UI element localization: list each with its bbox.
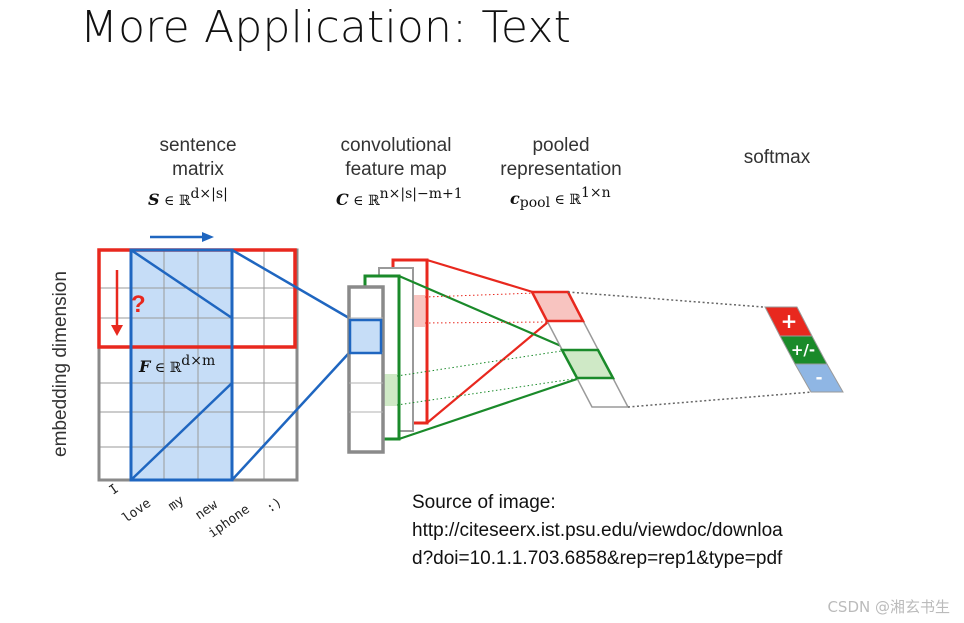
feature-map-cell-highlight	[348, 318, 383, 355]
source-url-line-1[interactable]: http://citeseerx.ist.psu.edu/viewdoc/dow…	[412, 520, 783, 541]
word-label: my	[166, 493, 188, 514]
pooled-cell-green	[559, 348, 616, 380]
softmax-label: softmax	[744, 147, 811, 168]
down-arrow-icon	[111, 325, 123, 336]
embedding-dimension-label: embedding dimension	[50, 271, 71, 457]
feature-map-label-1: convolutional	[341, 135, 452, 156]
word-label: love	[120, 496, 154, 526]
word-labels: I love my new iphone :)	[107, 481, 285, 541]
word-label: new	[193, 497, 221, 523]
slide-title: More Application: Text	[80, 2, 572, 53]
sentence-matrix-label-1: sentence	[159, 135, 236, 156]
softmax-negative	[794, 363, 844, 393]
sentence-matrix: F ∈ ℝd×m ?	[97, 248, 299, 482]
softmax-output: + +/- -	[764, 306, 844, 393]
pooled-formula: cpool ∈ ℝ1×n	[510, 185, 611, 211]
word-label: :)	[264, 495, 285, 516]
pooled-label-1: pooled	[532, 135, 589, 156]
filter-window	[129, 248, 234, 482]
right-arrow-icon	[202, 232, 214, 242]
source-url-line-2[interactable]: d?doi=10.1.1.703.6858&rep=rep1&type=pdf	[412, 548, 783, 569]
feature-maps	[347, 258, 429, 454]
pooled-vector	[529, 290, 630, 408]
softmax-label-neutral: +/-	[791, 341, 815, 359]
pooled-cell-red	[529, 290, 586, 323]
sentence-matrix-formula: S ∈ ℝd×|s|	[148, 186, 228, 209]
sentence-matrix-label-2: matrix	[172, 159, 224, 180]
source-heading: Source of image:	[412, 492, 556, 513]
question-mark: ?	[131, 291, 146, 318]
source-citation: Source of image: http://citeseerx.ist.ps…	[412, 489, 783, 573]
watermark: CSDN @湘玄书生	[827, 598, 950, 616]
feature-map-label-2: feature map	[345, 159, 446, 180]
feature-map-front	[347, 285, 385, 454]
softmax-label-positive: +	[781, 309, 798, 333]
filter-formula: F ∈ ℝd×m	[138, 353, 215, 376]
softmax-label-negative: -	[815, 368, 822, 388]
feature-map-formula: C ∈ ℝn×|s|−m+1	[336, 186, 463, 209]
pooled-label-2: representation	[500, 159, 621, 180]
word-label: I	[107, 481, 122, 498]
